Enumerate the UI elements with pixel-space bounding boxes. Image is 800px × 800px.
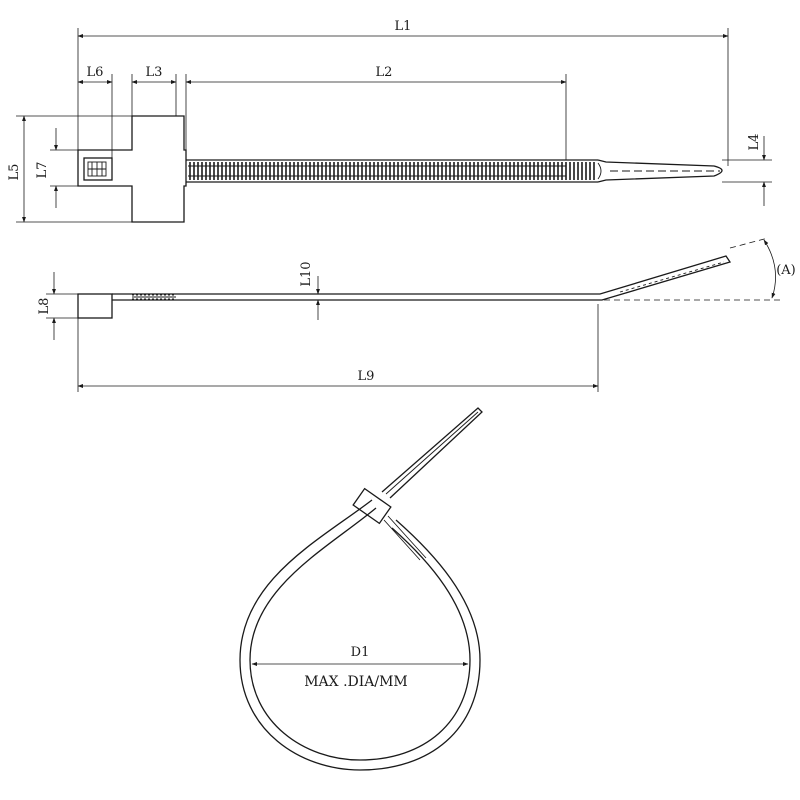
label-D1: D1 [351,645,370,660]
strap-serrations [189,162,595,180]
loop-strap-inside [383,515,427,561]
loop-head [352,487,392,525]
label-L6: L6 [87,65,104,80]
loop-dimensions: D1 MAX .DIA/MM [251,645,469,690]
strap-tail [597,159,723,183]
side-view-dimensions: L8 L10 L9 (A) [37,237,796,392]
side-strap [112,255,732,301]
label-L1: L1 [395,19,412,34]
label-L4: L4 [747,134,762,151]
label-L3: L3 [146,65,163,80]
top-view-dimensions: L1 L6 L3 L2 L5 L7 L4 [7,19,772,223]
label-L2: L2 [376,65,393,80]
label-angle-A: (A) [776,263,796,278]
loop-tail [381,407,483,499]
label-L9: L9 [358,369,375,384]
loop-inner [249,507,471,761]
loop-view [239,407,483,771]
top-view [77,115,723,223]
tie-head [83,157,113,181]
side-view [77,255,732,319]
label-max-dia: MAX .DIA/MM [304,674,408,690]
side-head [77,293,113,319]
label-L7: L7 [35,162,50,179]
loop-outer [239,499,481,771]
label-L5: L5 [7,164,22,181]
label-L10: L10 [299,261,314,286]
label-L8: L8 [37,298,52,315]
